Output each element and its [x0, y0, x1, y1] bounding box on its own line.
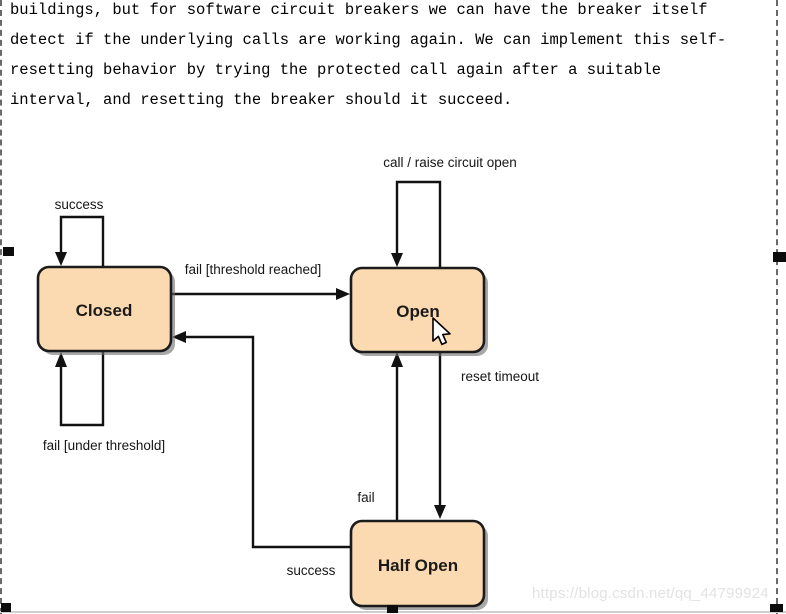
state-closed-label: Closed [76, 301, 133, 320]
state-open-label: Open [396, 302, 439, 321]
edge-success-top-line [59, 215, 105, 267]
edge-success-bottom-arrowhead [172, 331, 186, 343]
paragraph-line: detect if the underlying calls are worki… [10, 31, 727, 49]
edge-label-fail: fail [357, 490, 374, 505]
selection-handle-left-middle[interactable] [3, 247, 14, 256]
edge-fail-under-line [59, 351, 105, 427]
article-paragraph: buildings, but for software circuit brea… [10, 0, 782, 115]
edge-call-raise-arrowhead [391, 253, 403, 267]
selection-border-right [776, 0, 778, 614]
mouse-cursor-icon [432, 317, 451, 346]
selection-border-left [0, 0, 2, 614]
edge-success-bottom-line [185, 335, 350, 549]
state-half-open-label: Half Open [378, 556, 458, 575]
edge-label-reset-timeout: reset timeout [461, 369, 539, 384]
edge-fail-threshold-arrowhead [336, 288, 350, 300]
selection-handle-right-middle[interactable] [773, 252, 786, 262]
state-half-open-box [349, 519, 486, 608]
paragraph-line: interval, and resetting the breaker shou… [10, 91, 513, 109]
selection-handle-bottom-left[interactable] [1, 603, 11, 612]
paragraph-line: resetting behavior by trying the protect… [10, 61, 662, 79]
selection-handle-bottom-right[interactable] [770, 604, 783, 612]
edge-label-success-bottom: success [287, 563, 336, 578]
edge-fail-arrowhead [391, 352, 403, 367]
selection-handle-bottom-center[interactable] [387, 605, 398, 613]
edge-call-raise-line [395, 180, 442, 268]
state-closed-box [36, 265, 173, 353]
edge-success-top-arrowhead [55, 252, 67, 266]
edge-label-success-top: success [55, 197, 104, 212]
edge-reset-timeout-arrowhead [434, 505, 446, 519]
paragraph-line: buildings, but for software circuit brea… [10, 1, 708, 19]
state-open-box [349, 266, 486, 354]
edge-fail-under-arrowhead [55, 352, 67, 367]
edge-label-fail-under: fail [under threshold] [43, 438, 165, 453]
edge-label-call-raise: call / raise circuit open [383, 155, 517, 170]
edge-label-fail-threshold: fail [threshold reached] [185, 262, 322, 277]
watermark-text: https://blog.csdn.net/qq_44799924 [532, 585, 769, 602]
